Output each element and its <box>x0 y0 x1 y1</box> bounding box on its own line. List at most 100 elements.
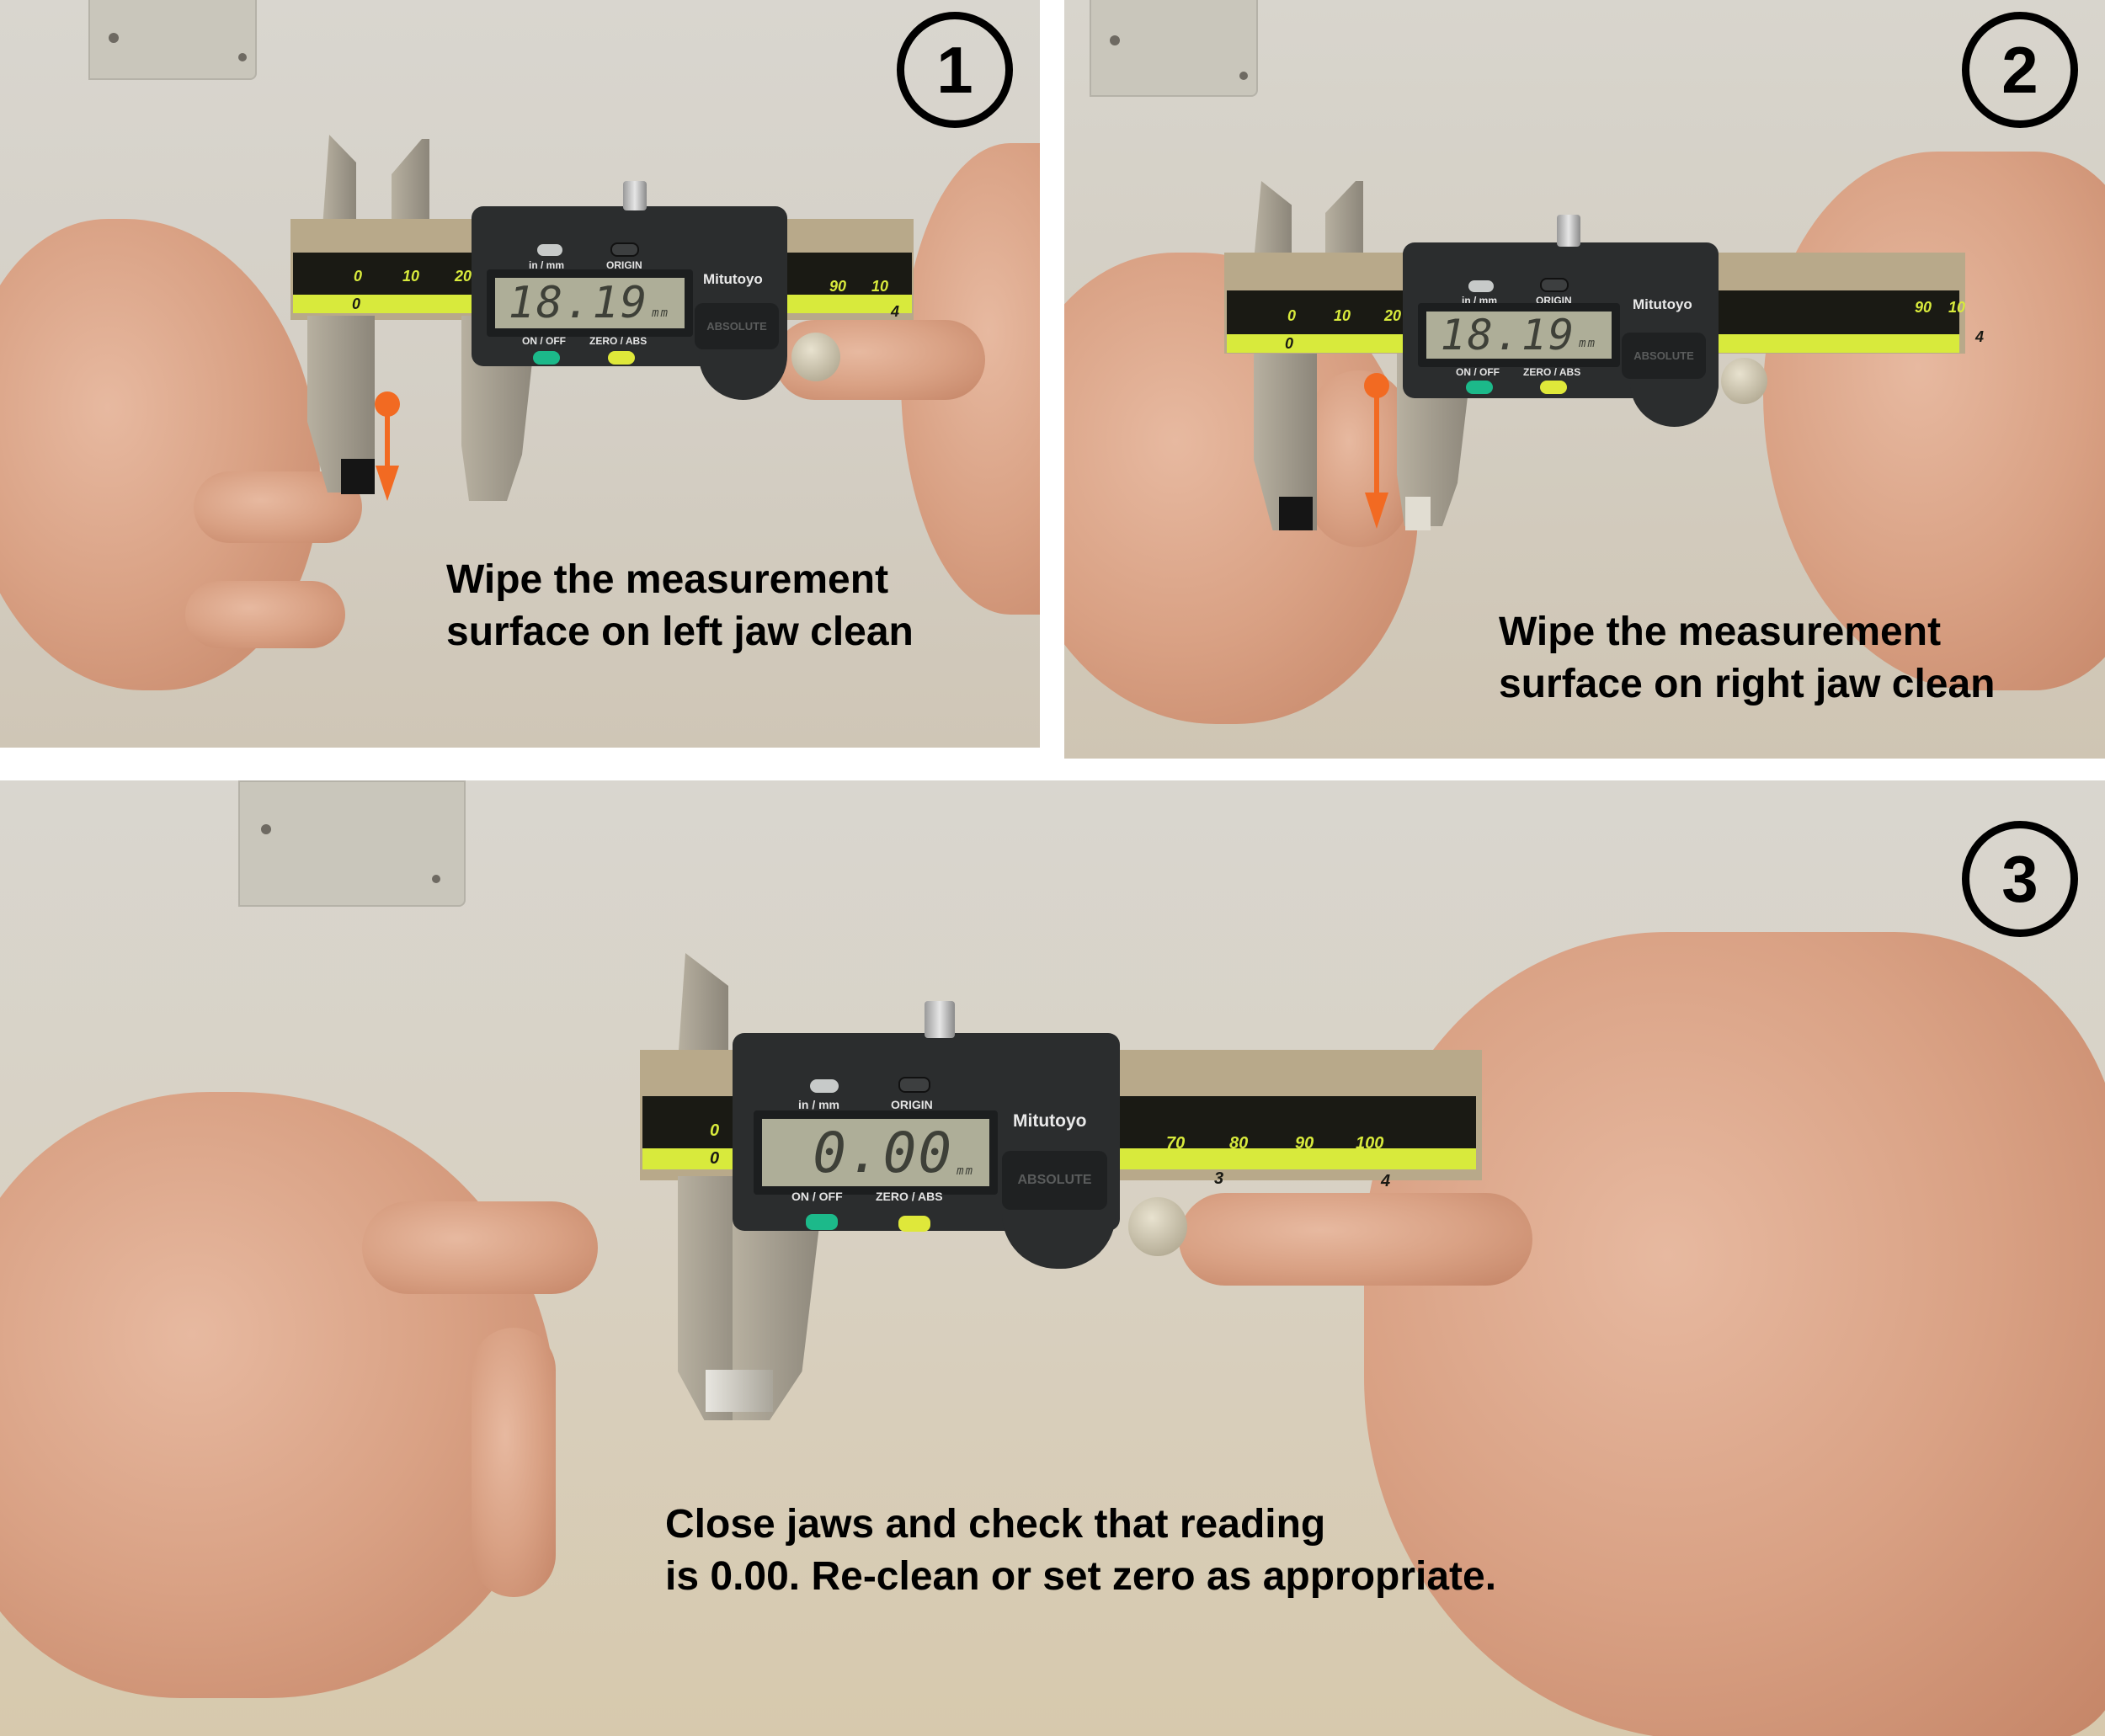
inch-tick-label: 0 <box>352 296 361 312</box>
zero-abs-label: ZERO / ABS <box>876 1190 943 1203</box>
step-number-badge: 3 <box>1962 821 2078 937</box>
mm-tick-label: 90 <box>1915 299 1932 316</box>
lcd-reading: 18.19 <box>1440 311 1576 359</box>
lcd-unit: mm <box>1579 337 1596 350</box>
on-off-button[interactable] <box>806 1214 838 1230</box>
step-caption: Close jaws and check that reading is 0.0… <box>665 1499 1496 1603</box>
step-2-photo-panel: 0 10 20 90 10 0 4 in / mm ORIGIN 18.19 m… <box>1064 0 2105 759</box>
wipe-direction-arrow-icon <box>375 391 400 501</box>
step-3-photo-panel: 0 70 80 90 100 0 3 4 in / mm ORIGIN 0.00… <box>0 780 2105 1736</box>
left-hand-finger <box>185 581 345 648</box>
inch-tick-label: 4 <box>891 303 900 320</box>
origin-button[interactable] <box>610 242 639 257</box>
caption-line: Wipe the measurement <box>446 557 889 602</box>
caption-line: is 0.00. Re-clean or set zero as appropr… <box>665 1554 1497 1599</box>
step-number-badge: 2 <box>1962 12 2078 128</box>
mm-tick-label: 90 <box>829 278 847 295</box>
lcd-display: 0.00 mm <box>754 1110 998 1195</box>
mm-tick-label: 0 <box>1287 307 1297 324</box>
zero-abs-button[interactable] <box>1540 381 1567 394</box>
origin-label: ORIGIN <box>891 1098 933 1111</box>
left-hand-finger <box>1308 370 1410 547</box>
absolute-pad: ABSOLUTE <box>1002 1151 1107 1210</box>
lcd-reading: 0.00 <box>813 1120 954 1185</box>
left-hand-thumb <box>362 1201 598 1294</box>
mm-tick-label: 10 <box>871 278 889 295</box>
caption-line: surface on left jaw clean <box>446 610 914 654</box>
mm-tick-label: 10 <box>402 268 420 285</box>
in-mm-label: in / mm <box>529 259 565 271</box>
absolute-label: ABSOLUTE <box>1017 1173 1092 1187</box>
mm-tick-label: 10 <box>1334 307 1351 324</box>
in-mm-button[interactable] <box>1468 280 1494 292</box>
caption-line: Close jaws and check that reading <box>665 1502 1326 1547</box>
jaw-measuring-face <box>1279 497 1313 530</box>
mm-tick-label: 80 <box>1229 1134 1249 1153</box>
inch-tick-label: 0 <box>1285 335 1294 352</box>
left-hand-finger <box>472 1328 556 1597</box>
in-mm-label: in / mm <box>798 1098 840 1111</box>
thumb-roller[interactable] <box>1128 1197 1187 1256</box>
step-caption: Wipe the measurement surface on right ja… <box>1499 606 1996 711</box>
on-off-label: ON / OFF <box>522 335 566 347</box>
wall-bracket <box>1090 0 1258 97</box>
inch-tick-label: 4 <box>1381 1172 1391 1190</box>
upper-jaw-slider <box>1325 181 1363 261</box>
absolute-pad: ABSOLUTE <box>695 303 779 349</box>
thumb-roller[interactable] <box>791 333 840 381</box>
thumb-roller[interactable] <box>1721 358 1767 404</box>
step-caption: Wipe the measurement surface on left jaw… <box>446 554 914 658</box>
step-number: 1 <box>936 32 973 107</box>
absolute-label: ABSOLUTE <box>706 320 767 333</box>
wipe-direction-arrow-icon <box>1364 373 1389 529</box>
absolute-pad: ABSOLUTE <box>1622 333 1706 379</box>
wall-bracket <box>238 780 466 907</box>
upper-jaw-fixed <box>678 953 728 1062</box>
lcd-unit: mm <box>652 306 669 320</box>
on-off-button[interactable] <box>1466 381 1493 394</box>
step-1-photo-panel: 0 10 20 90 10 0 4 in / mm ORIGIN 18.19 m… <box>0 0 1040 748</box>
origin-button[interactable] <box>1540 278 1569 292</box>
brand-logo: Mitutoyo <box>703 271 763 287</box>
mm-tick-label: 70 <box>1166 1134 1186 1153</box>
bracket-hole <box>238 53 247 61</box>
right-hand <box>1364 932 2105 1736</box>
bracket-hole <box>109 33 119 43</box>
bracket-hole <box>1239 72 1248 80</box>
mm-tick-label: 100 <box>1356 1134 1384 1153</box>
step-number: 3 <box>2001 841 2038 916</box>
origin-label: ORIGIN <box>606 259 642 271</box>
upper-jaw-slider <box>392 139 429 227</box>
origin-button[interactable] <box>898 1077 930 1093</box>
bracket-hole <box>261 824 271 834</box>
lock-screw <box>623 181 647 210</box>
zero-abs-button[interactable] <box>608 351 635 365</box>
brand-logo: Mitutoyo <box>1013 1111 1087 1131</box>
on-off-label: ON / OFF <box>1456 366 1500 378</box>
caption-line: Wipe the measurement <box>1499 610 1942 654</box>
in-mm-button[interactable] <box>810 1079 839 1093</box>
zero-abs-button[interactable] <box>898 1216 930 1232</box>
mm-tick-label: 0 <box>710 1121 720 1140</box>
zero-abs-label: ZERO / ABS <box>589 335 647 347</box>
closed-jaw-tips <box>706 1370 773 1412</box>
wall-bracket <box>88 0 257 80</box>
bracket-hole <box>432 875 440 883</box>
on-off-button[interactable] <box>533 351 560 365</box>
right-hand-thumb <box>1179 1193 1532 1286</box>
lcd-display: 18.19 mm <box>487 269 693 337</box>
lcd-display: 18.19 mm <box>1418 303 1620 367</box>
step-number-badge: 1 <box>897 12 1013 128</box>
jaw-measuring-face-right <box>1405 497 1431 530</box>
in-mm-button[interactable] <box>537 244 562 256</box>
lock-screw <box>1557 215 1580 247</box>
mm-tick-label: 10 <box>1948 299 1966 316</box>
inch-tick-label: 3 <box>1214 1169 1224 1188</box>
upper-jaw-fixed <box>1254 181 1292 261</box>
mm-tick-label: 0 <box>354 268 363 285</box>
inch-tick-label: 4 <box>1975 328 1985 345</box>
lcd-reading: 18.19 <box>508 278 649 328</box>
mm-tick-label: 90 <box>1295 1134 1314 1153</box>
lock-screw <box>925 1001 955 1038</box>
inch-tick-label: 0 <box>710 1149 720 1168</box>
